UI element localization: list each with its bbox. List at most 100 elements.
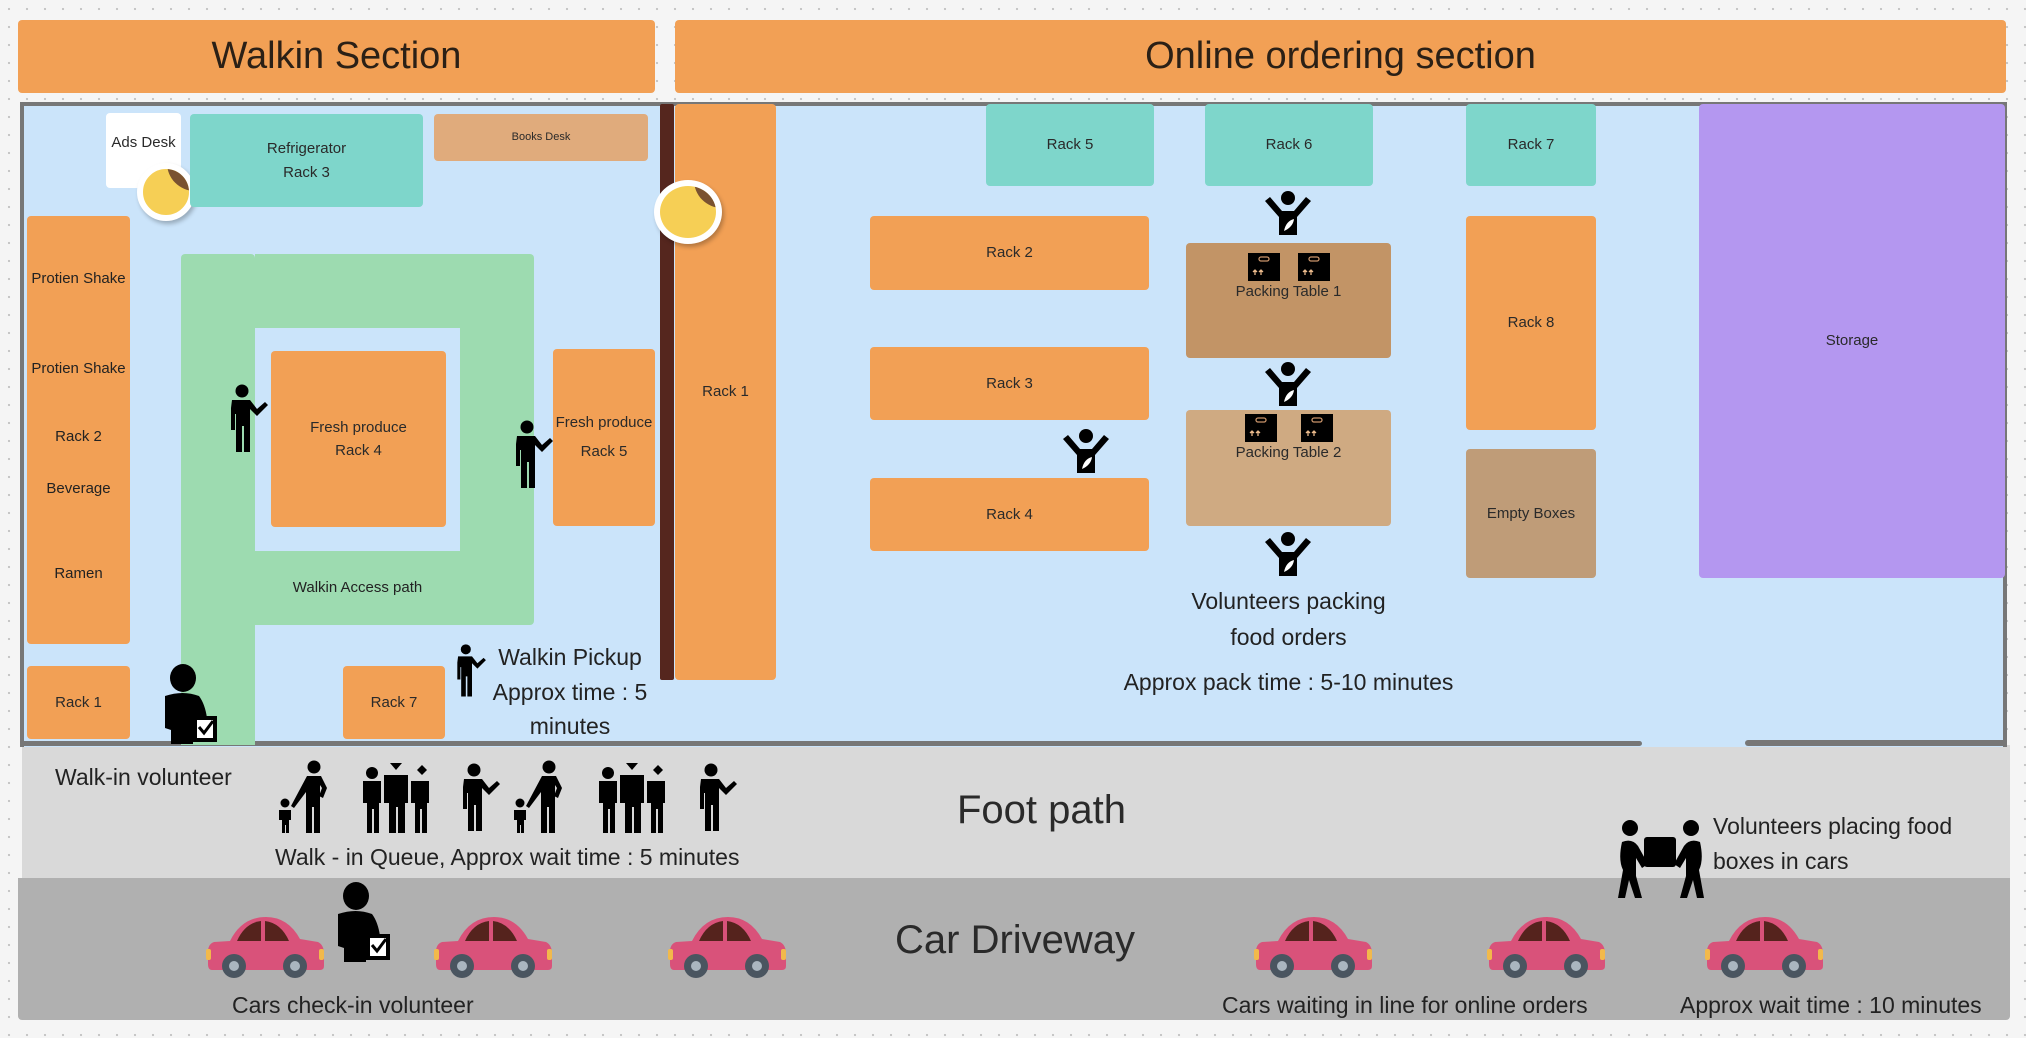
online-rack-1-label: Rack 1 [702, 383, 749, 401]
group-of-people-icon [363, 763, 429, 833]
walkin-volunteer-label: Walk-in volunteer [55, 764, 232, 790]
refrigerator-rack-3[interactable]: Refrigerator Rack 3 [190, 114, 423, 207]
storage-label: Storage [1825, 332, 1879, 350]
volunteer-arms-up-icon [1063, 429, 1109, 473]
packing-table-2[interactable]: Packing Table 2 [1186, 410, 1391, 526]
packing-table-1[interactable]: Packing Table 1 [1186, 243, 1391, 358]
fresh-produce-rack-5[interactable]: Fresh produce Rack 5 [553, 349, 655, 526]
walkin-rack-7-label: Rack 7 [370, 693, 418, 711]
car-icon [434, 917, 552, 978]
box-icon [1244, 414, 1277, 442]
walkin-rack-1-label: Rack 1 [55, 693, 102, 711]
online-rack-5[interactable]: Rack 5 [986, 104, 1154, 186]
rack-item-beverage: Beverage [46, 480, 111, 497]
person-pointing-icon [516, 420, 553, 488]
box-icon [1247, 253, 1280, 281]
car-icon [668, 917, 786, 978]
online-rack-5-label: Rack 5 [1046, 136, 1094, 154]
ads-desk-label: Ads Desk [111, 134, 176, 151]
access-path-top [255, 254, 534, 328]
sticker-note-icon[interactable] [654, 180, 722, 244]
rack-item-protein-shake-2: Protien Shake [31, 360, 126, 377]
volunteers-packing-label: Volunteers packing food orders [1191, 588, 1386, 650]
online-rack-2[interactable]: Rack 2 [870, 216, 1149, 290]
empty-boxes-area[interactable]: Empty Boxes [1466, 449, 1596, 578]
volunteer-checkin-icon [165, 664, 217, 744]
rack-item-rack-2: Rack 2 [55, 428, 102, 445]
walkin-rack-1[interactable]: Rack 1 [27, 666, 130, 739]
fresh-produce-5-label: Fresh produce [555, 414, 653, 431]
floor-wall-bottom-right [1745, 740, 2007, 746]
car-icon [1705, 917, 1823, 978]
online-rack-7[interactable]: Rack 7 [1466, 104, 1596, 186]
volunteer-checkin-icon [338, 882, 390, 962]
online-rack-6-label: Rack 6 [1265, 136, 1313, 154]
online-rack-8-label: Rack 8 [1507, 314, 1555, 332]
pack-time-label: Approx pack time : 5-10 minutes [1123, 669, 1454, 695]
online-rack-6[interactable]: Rack 6 [1205, 104, 1373, 186]
adult-with-child-icon [279, 760, 327, 833]
online-rack-3[interactable]: Rack 3 [870, 347, 1149, 420]
access-path-label: Walkin Access path [292, 579, 423, 596]
packing-boxes [1247, 253, 1330, 281]
walkin-pickup-title: Walkin Pickup [498, 644, 642, 670]
refrigerator-label: Refrigerator [266, 140, 347, 158]
access-path-bottom [255, 551, 460, 625]
cars-waiting-label: Cars waiting in line for online orders [1222, 992, 1588, 1018]
fresh-produce-4-label: Fresh produce [310, 418, 407, 436]
rack-5-label: Rack 5 [580, 442, 628, 460]
volunteer-arms-up-icon [1265, 191, 1311, 235]
online-rack-4[interactable]: Rack 4 [870, 478, 1149, 551]
wait-time-label: Approx wait time : 10 minutes [1680, 992, 1982, 1018]
online-section-title: Online ordering section [1145, 35, 1536, 77]
walkin-section-title: Walkin Section [211, 35, 462, 77]
online-rack-8[interactable]: Rack 8 [1466, 216, 1596, 430]
storage-area[interactable]: Storage [1699, 104, 2005, 578]
rack-4-label: Rack 4 [335, 442, 382, 459]
adult-with-child-icon [514, 760, 562, 833]
refrigerator-rack-label: Rack 3 [283, 163, 330, 181]
rack-item-ramen: Ramen [54, 565, 103, 582]
volunteers-placing-label: Volunteers placing food boxes in cars [1713, 813, 1953, 874]
access-path-left [181, 254, 255, 745]
cars-checkin-label: Cars check-in volunteer [232, 992, 474, 1018]
driveway-label: Car Driveway [895, 918, 1136, 962]
walkin-queue-label: Walk - in Queue, Approx wait time : 5 mi… [275, 844, 740, 870]
rack-item-protein-shake-1: Protien Shake [31, 270, 126, 287]
sticker-note-icon[interactable] [137, 163, 195, 221]
car-icon [1487, 917, 1605, 978]
person-pointing-icon [231, 384, 268, 452]
online-rack-3-label: Rack 3 [986, 374, 1033, 392]
books-desk-label: Books Desk [511, 130, 571, 143]
packing-table-2-label: Packing Table 2 [1235, 444, 1342, 461]
footpath-label: Foot path [957, 788, 1127, 832]
walkin-pickup-time-unit: minutes [529, 713, 611, 739]
box-icon [1300, 414, 1333, 442]
volunteer-arms-up-icon [1265, 532, 1311, 576]
walkin-section-header: Walkin Section [18, 20, 655, 93]
volunteer-arms-up-icon [1265, 362, 1311, 406]
empty-boxes-label: Empty Boxes [1486, 504, 1576, 522]
person-pointing-icon [457, 644, 486, 697]
group-of-people-icon [599, 763, 665, 833]
online-rack-4-label: Rack 4 [986, 505, 1033, 523]
online-section-header: Online ordering section [675, 20, 2006, 93]
car-icon [1254, 917, 1372, 978]
volunteers-carrying-box-icon [1618, 820, 1704, 898]
fresh-produce-rack-4[interactable]: Fresh produce Rack 4 [271, 351, 446, 527]
left-rack-column[interactable] [27, 216, 130, 644]
books-desk[interactable]: Books Desk [434, 114, 648, 161]
person-pointing-icon [463, 763, 500, 831]
walkin-rack-7[interactable]: Rack 7 [343, 666, 445, 739]
online-rack-2-label: Rack 2 [986, 244, 1033, 262]
section-divider-wall [660, 104, 674, 680]
packing-table-1-label: Packing Table 1 [1235, 283, 1342, 300]
floor-wall-bottom-left [20, 741, 1642, 746]
person-pointing-icon [700, 763, 737, 831]
packing-boxes [1244, 414, 1333, 442]
walkin-pickup-info: Walkin Pickup Approx time : 5 minutes [470, 640, 670, 744]
box-icon [1297, 253, 1330, 281]
car-icon [206, 917, 324, 978]
walkin-pickup-time: Approx time : 5 [492, 678, 648, 705]
online-rack-7-label: Rack 7 [1507, 136, 1555, 154]
